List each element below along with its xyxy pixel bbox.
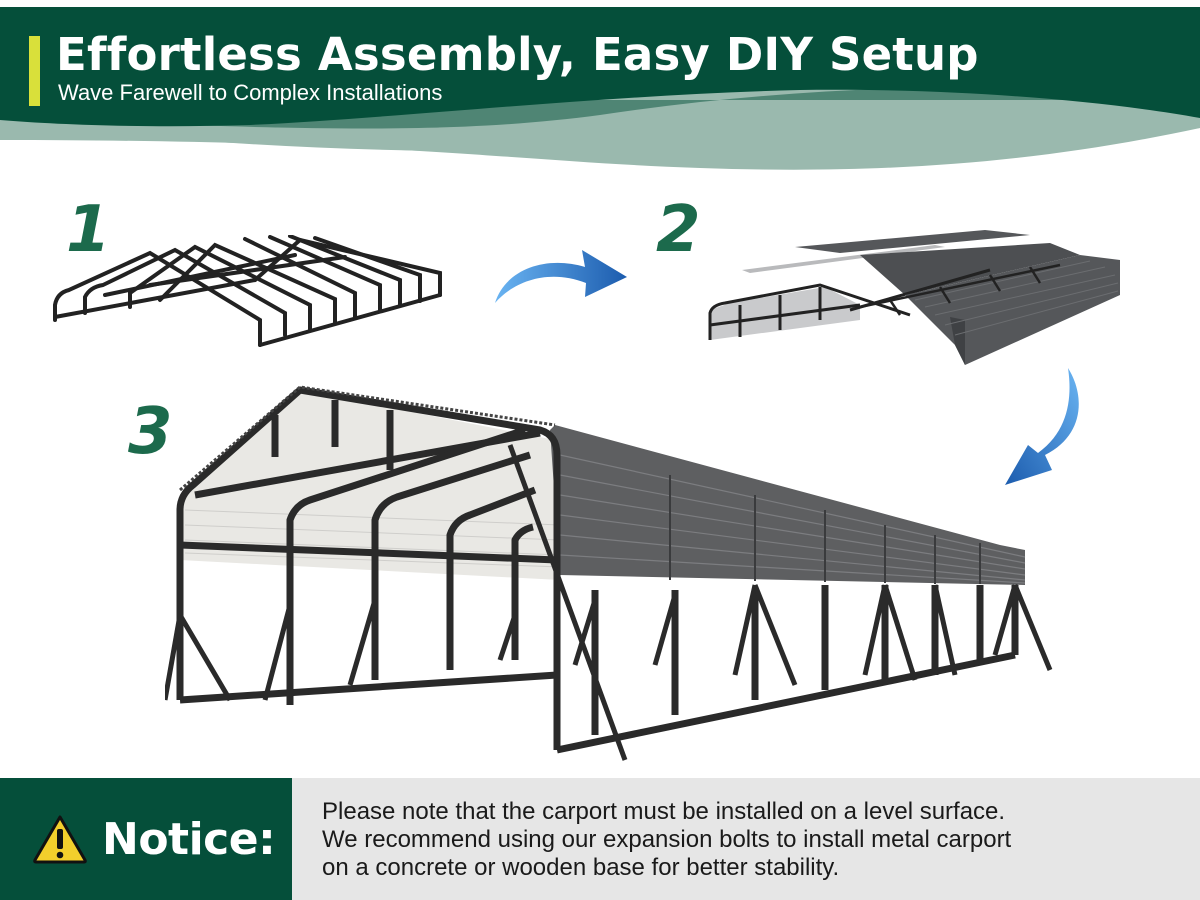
- step1-frame-illustration: [53, 235, 442, 347]
- notice-label: Notice:: [102, 813, 276, 865]
- step2-roof-illustration: [708, 230, 1120, 365]
- notice-line-1: Please note that the carport must be ins…: [322, 798, 1006, 825]
- notice-line-3: on a concrete or wooden base for better …: [322, 854, 840, 881]
- curved-arrow-down-left-icon: [1005, 368, 1079, 485]
- header-banner: Effortless Assembly, Easy DIY Setup Wave…: [0, 0, 1200, 180]
- notice-line-2: We recommend using our expansion bolts t…: [322, 826, 1012, 853]
- header-wave-background: [0, 7, 1200, 180]
- step-number-3: 3: [128, 395, 173, 469]
- notice-message: Please note that the carport must be ins…: [322, 798, 1011, 882]
- notice-label-panel: Notice:: [0, 778, 292, 900]
- page-title: Effortless Assembly, Easy DIY Setup: [56, 28, 979, 81]
- notice-text-panel: Please note that the carport must be ins…: [292, 778, 1200, 900]
- warning-triangle-icon: [33, 815, 87, 864]
- curved-arrow-right-icon: [495, 250, 627, 303]
- step3-completed-carport-illustration: [165, 385, 1053, 761]
- step-number-2: 2: [656, 193, 701, 267]
- title-accent-bar: [29, 36, 40, 106]
- step-number-1: 1: [66, 193, 111, 267]
- page-subtitle: Wave Farewell to Complex Installations: [58, 80, 443, 105]
